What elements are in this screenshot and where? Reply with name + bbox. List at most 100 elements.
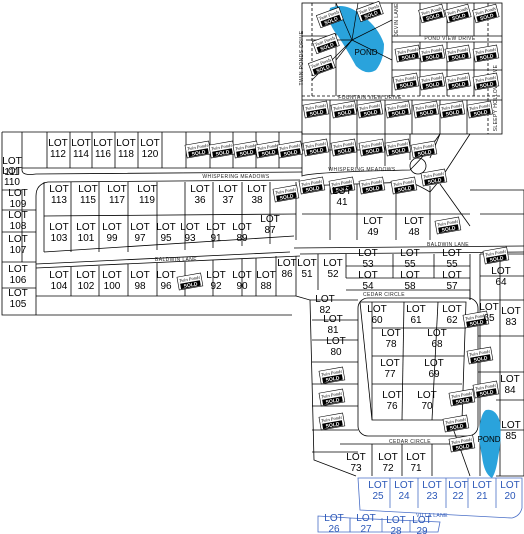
lot-prefix: LOT [232,222,251,233]
lot-number: 27 [360,524,372,534]
street-fountain-view-drive: FOUNTAIN VIEW DRIVE [338,95,402,101]
svg-text:Twin Ponds: Twin Ponds [474,383,496,392]
svg-text:SOLD: SOLD [364,10,379,21]
north-pond [329,6,384,73]
lot-number: 71 [410,463,422,474]
lot-prefix: LOT [400,270,419,281]
north-section-frame [301,2,503,135]
lot-prefix: LOT [394,480,413,491]
lot-prefix: LOT [406,452,425,463]
svg-text:Twin Ponds: Twin Ponds [446,75,468,84]
lot-prefix: LOT [367,304,386,315]
lot-number: 96 [160,281,172,292]
lot-prefix: LOT [442,270,461,281]
svg-text:Twin Ponds: Twin Ponds [186,143,208,152]
svg-text:SOLD: SOLD [239,149,254,157]
lot-number: 52 [327,269,339,280]
svg-text:SOLD: SOLD [183,281,198,289]
svg-text:Twin Ponds: Twin Ponds [304,103,326,112]
lot-number: 22 [452,491,464,502]
svg-text:SOLD: SOLD [441,225,456,233]
svg-text:Twin Ponds: Twin Ponds [394,75,416,84]
svg-text:SOLD: SOLD [391,109,406,117]
lot-prefix: LOT [130,270,149,281]
lot-prefix: LOT [386,515,405,526]
svg-text:SOLD: SOLD [261,149,276,157]
street-baldwin-lane-west: BALDWIN LANE [155,257,197,263]
street-devin-lane: DEVIN LANE [394,3,400,37]
lot-number: 99 [106,233,118,244]
lot-prefix: LOT [137,184,156,195]
lot-number: 69 [428,369,440,380]
lot-number: 25 [372,491,384,502]
svg-text:SOLD: SOLD [449,423,464,431]
svg-text:Twin Ponds: Twin Ponds [420,75,442,84]
svg-text:Twin Ponds: Twin Ponds [386,141,408,150]
lot-number: 26 [328,524,340,534]
street-villa-lane: VILLA LANE [416,513,448,519]
lot-prefix: LOT [247,184,266,195]
lot-number: 103 [51,233,68,244]
svg-text:SOLD: SOLD [365,147,380,155]
lot-prefix: LOT [107,184,126,195]
lot-prefix: LOT [71,138,90,149]
svg-text:SOLD: SOLD [425,13,440,22]
svg-text:Twin Ponds: Twin Ponds [360,141,382,150]
lot-prefix: LOT [256,270,275,281]
svg-text:Twin Ponds: Twin Ponds [450,391,472,400]
svg-text:SOLD: SOLD [451,53,466,61]
svg-text:SOLD: SOLD [365,185,380,193]
lot-number: 110 [4,177,20,188]
svg-text:Twin Ponds: Twin Ponds [234,143,256,152]
south-pond [479,409,501,478]
street-whispering-meadows-west: WHISPERING MEADOWS [202,174,269,180]
lot-prefix: LOT [8,188,27,199]
lot-prefix: LOT [358,270,377,281]
lot-prefix: LOT [424,358,443,369]
lot-prefix: LOT [442,304,461,315]
lot-prefix: LOT [49,184,68,195]
lot-number: 101 [78,233,95,244]
svg-text:Twin Ponds: Twin Ponds [446,6,468,16]
street-cedar-circle-south: CEDAR CIRCLE [389,439,431,445]
lot-number: 21 [476,491,488,502]
svg-text:SOLD: SOLD [399,81,414,89]
lot-prefix: LOT [358,248,377,259]
lot-number: 117 [109,195,125,206]
lot-number: 109 [10,199,27,210]
lot-prefix: LOT [156,222,175,233]
lot-prefix: LOT [479,302,498,313]
lot-number: 29 [416,526,428,534]
